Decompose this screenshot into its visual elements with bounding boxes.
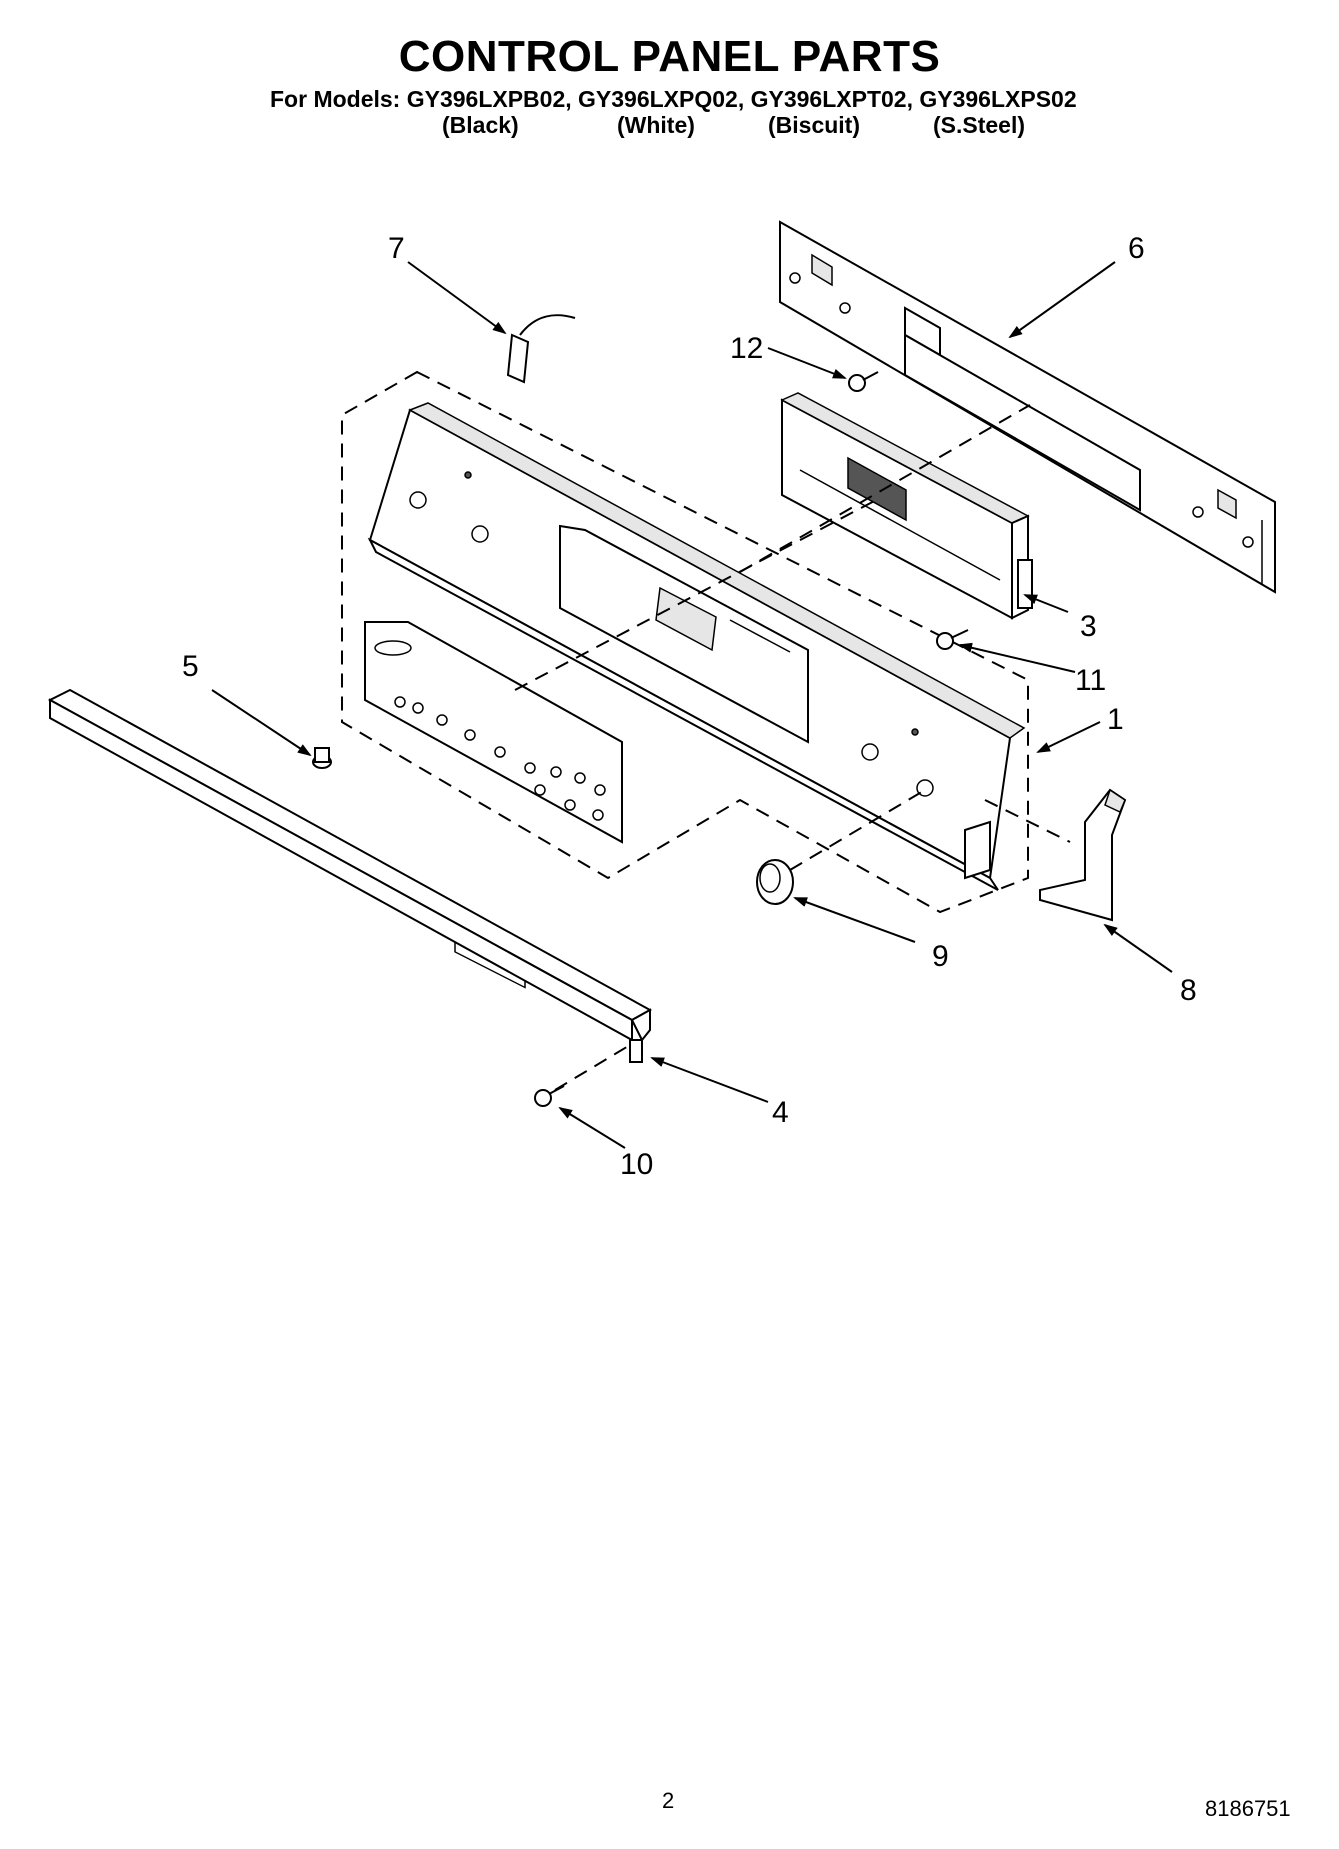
part-12-screw [848,371,879,392]
part-3-control-board [780,392,1033,620]
part-8-end-cap [1039,788,1127,922]
callout-1: 1 [1107,703,1124,736]
callout-10: 10 [620,1148,654,1181]
models-line: For Models: GY396LXPB02, GY396LXPQ02, GY… [270,86,1077,112]
part-9-knob [756,859,794,905]
part-5-bumper [312,747,332,769]
callout-8: 8 [1180,974,1197,1007]
part-4-trim-strip [47,688,653,1063]
callout-5: 5 [182,650,199,683]
page-number: 2 [662,1788,675,1813]
callout-7: 7 [388,232,405,265]
callout-6: 6 [1128,232,1145,265]
color-white: (White) [617,112,695,138]
callout-11: 11 [1075,664,1107,697]
color-black: (Black) [442,112,519,138]
part-1-assembly-outline [341,370,1029,914]
part-11-screw [936,629,969,650]
part-1-control-panel [367,402,1026,891]
callout-12: 12 [730,332,764,365]
part-7-wire-harness [506,314,576,384]
leader-arrows [211,261,1173,1149]
assembly-alignment-lines [514,404,1071,1091]
callout-3: 3 [1080,610,1097,643]
callout-9: 9 [932,940,949,973]
color-biscuit: (Biscuit) [768,112,860,138]
callout-4: 4 [772,1096,789,1129]
part-10-screw [534,1085,565,1107]
color-stainless: (S.Steel) [933,112,1026,138]
document-number: 8186751 [1205,1796,1291,1821]
page-title: CONTROL PANEL PARTS [398,32,941,81]
